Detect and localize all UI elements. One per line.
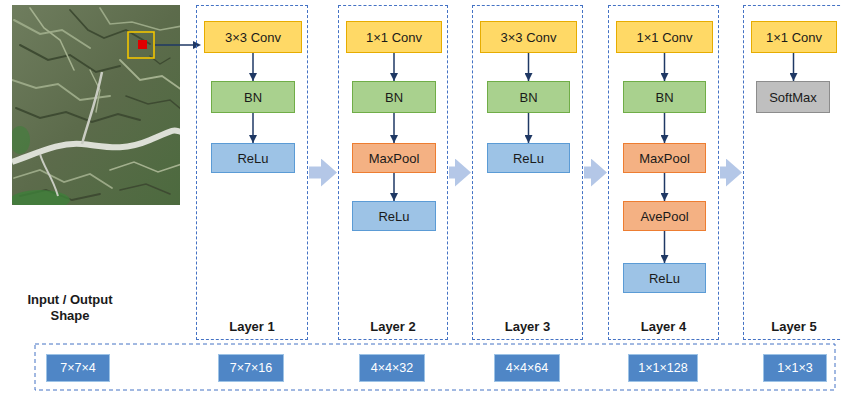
flow-arrow — [393, 53, 395, 81]
layer-title: Layer 1 — [229, 319, 275, 334]
operation-label: BN — [385, 90, 403, 105]
conv-box: 1×1 Conv — [616, 21, 713, 53]
conv-box: 3×3 Conv — [480, 21, 577, 53]
layer-title: Layer 3 — [505, 319, 551, 334]
pool-box: AvePool — [623, 201, 706, 231]
relu-box: ReLu — [623, 263, 706, 293]
operation-label: MaxPool — [639, 151, 690, 166]
flow-arrow — [393, 113, 395, 143]
layer-group: 3×3 ConvBN ReLuLayer 1 — [196, 5, 308, 340]
layer-title: Layer 4 — [641, 319, 687, 334]
operation-label: 1×1 Conv — [766, 30, 822, 45]
flow-arrow — [664, 231, 666, 263]
relu-box: ReLu — [487, 143, 570, 173]
layer-title: Layer 2 — [370, 319, 416, 334]
shape-strip — [35, 344, 835, 390]
operation-label: SoftMax — [769, 90, 817, 105]
layer-arrow — [449, 167, 459, 179]
shape-box: 7×7×16 — [218, 354, 284, 382]
batchnorm-box: BN — [487, 81, 570, 113]
pool-box: MaxPool — [623, 143, 706, 173]
operation-label: BN — [244, 90, 262, 105]
conv-box: 3×3 Conv — [204, 21, 302, 53]
pool-box: MaxPool — [352, 143, 436, 173]
shape-box: 1×1×3 — [763, 354, 827, 382]
layer-group: 1×1 ConvSoftMaxLayer 5 — [743, 5, 841, 340]
batchnorm-box: BN — [623, 81, 706, 113]
layer-arrow — [720, 167, 730, 179]
layer-arrow — [584, 167, 595, 179]
shape-box: 7×7×4 — [46, 354, 110, 382]
operation-label: 1×1 Conv — [366, 30, 422, 45]
layer-group: 3×3 ConvBN ReLuLayer 3 — [472, 5, 583, 340]
operation-label: 3×3 Conv — [225, 30, 281, 45]
layer-title: Layer 5 — [771, 319, 817, 334]
flow-arrow — [528, 113, 530, 143]
softmax-box: SoftMax — [756, 81, 830, 113]
shape-text: 4×4×64 — [506, 361, 548, 375]
operation-label: ReLu — [649, 271, 680, 286]
operation-label: AvePool — [640, 209, 688, 224]
relu-box: ReLu — [352, 201, 436, 231]
shape-text: 7×7×16 — [230, 361, 272, 375]
batchnorm-box: BN — [352, 81, 436, 113]
flow-arrow — [664, 113, 666, 143]
operation-label: MaxPool — [369, 151, 420, 166]
shape-text: 4×4×32 — [371, 361, 413, 375]
flow-arrow — [664, 173, 666, 201]
layer-group: 1×1 ConvBN MaxPoolAvePoolReLuLayer 4 — [608, 5, 719, 340]
flow-arrow — [252, 53, 254, 81]
flow-arrow — [528, 53, 530, 81]
shape-text: 1×1×128 — [638, 361, 687, 375]
operation-label: ReLu — [513, 151, 544, 166]
flow-arrow — [252, 113, 254, 143]
operation-label: BN — [655, 90, 673, 105]
axis-caption: Input / Output Shape — [14, 292, 126, 325]
conv-box: 1×1 Conv — [751, 21, 837, 53]
shape-box: 4×4×32 — [359, 354, 425, 382]
batchnorm-box: BN — [211, 81, 295, 113]
conv-box: 1×1 Conv — [346, 21, 442, 53]
flow-arrow — [664, 53, 666, 81]
shape-text: 1×1×3 — [777, 361, 812, 375]
flow-arrow — [393, 173, 395, 201]
shape-box: 1×1×128 — [628, 354, 698, 382]
relu-box: ReLu — [211, 143, 295, 173]
shape-text: 7×7×4 — [60, 361, 95, 375]
operation-label: 1×1 Conv — [636, 30, 692, 45]
layer-group: 1×1 ConvBN MaxPoolReLuLayer 2 — [338, 5, 448, 340]
operation-label: ReLu — [237, 151, 268, 166]
layer-arrow — [309, 167, 325, 179]
operation-label: 3×3 Conv — [500, 30, 556, 45]
operation-label: ReLu — [378, 209, 409, 224]
flow-arrow — [793, 53, 795, 81]
shape-box: 4×4×64 — [494, 354, 560, 382]
operation-label: BN — [519, 90, 537, 105]
